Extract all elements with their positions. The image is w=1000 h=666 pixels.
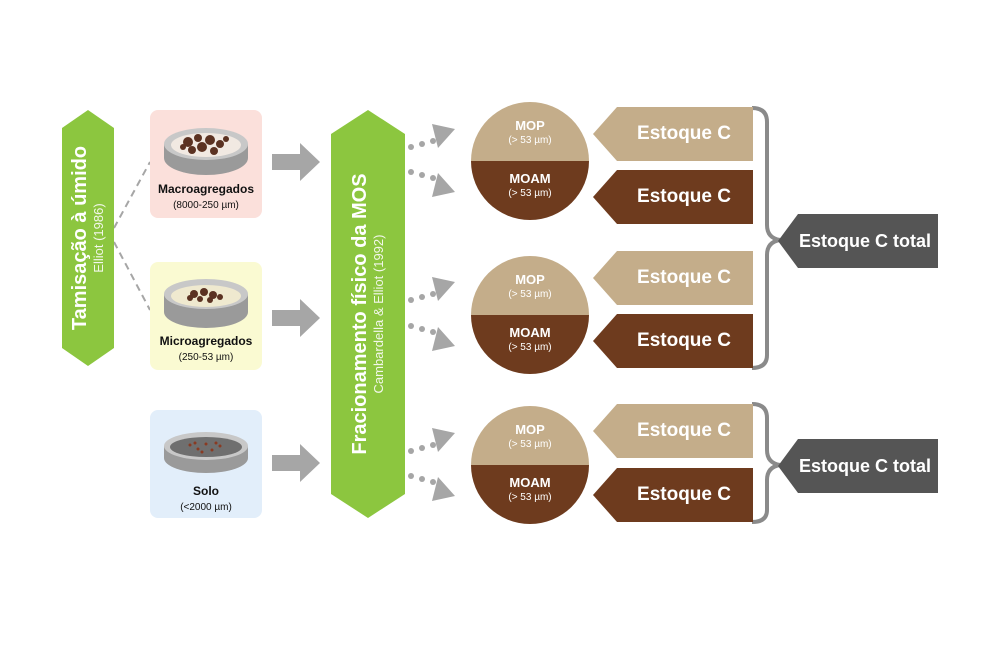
fractionation-ref: Cambardella & Elliot (1992)	[371, 234, 386, 394]
mop-label: MOP (> 53 µm)	[471, 118, 589, 148]
mop-name: MOP	[515, 118, 545, 133]
total-stock-bottom: Estoque C total	[778, 439, 938, 493]
moam-name: MOAM	[509, 171, 551, 186]
moam-label: MOAM (> 53 µm)	[471, 325, 589, 355]
sieving-box: Tamisação à úmido Elliot (1986)	[62, 110, 114, 366]
fractionation-title: Fracionamento físico da MOS	[349, 173, 371, 455]
moam-name: MOAM	[509, 475, 551, 490]
sample-card-macro: Macroagregados (8000-250 µm)	[150, 110, 262, 218]
moam-name: MOAM	[509, 325, 551, 340]
fractionation-shape	[331, 110, 405, 518]
fraction-circle-shape	[471, 102, 589, 220]
stock-c-mop-3: Estoque C	[593, 404, 753, 458]
fraction-circle-1: MOP (> 53 µm) MOAM (> 53 µm)	[471, 102, 589, 220]
stock-label: Estoque C	[637, 186, 731, 207]
fraction-circle-shape	[471, 406, 589, 524]
stock-c-moam-2: Estoque C	[593, 314, 753, 368]
split-arrows-row-2	[408, 277, 455, 351]
sample-name-micro: Microagregados	[159, 334, 253, 348]
total-shape	[778, 214, 938, 268]
mop-name: MOP	[515, 272, 545, 287]
fraction-circle-3: MOP (> 53 µm) MOAM (> 53 µm)	[471, 406, 589, 524]
bracket-bottom	[751, 402, 781, 524]
stock-shape	[593, 404, 753, 458]
fraction-circle-shape	[471, 256, 589, 374]
stock-shape	[593, 468, 753, 522]
sieve-micro-icon	[164, 279, 248, 328]
dashed-connector-micro	[113, 241, 151, 311]
sieving-title: Tamisação à úmido	[69, 145, 91, 331]
sieving-shape	[62, 110, 114, 366]
moam-label: MOAM (> 53 µm)	[471, 171, 589, 201]
stock-shape	[593, 251, 753, 305]
stock-label: Estoque C	[637, 484, 731, 505]
sample-range-solo: (<2000 µm)	[180, 502, 232, 513]
sieving-label: Tamisação à úmido Elliot (1986)	[69, 146, 107, 330]
stock-shape	[593, 107, 753, 161]
sample-range-micro: (250-53 µm)	[178, 352, 234, 363]
dashed-connector-macro	[113, 161, 151, 229]
mop-size: (> 53 µm)	[508, 135, 552, 146]
mop-label: MOP (> 53 µm)	[471, 422, 589, 452]
stock-label: Estoque C	[637, 420, 731, 441]
total-stock-top: Estoque C total	[778, 214, 938, 268]
split-arrows-row-3	[408, 428, 455, 501]
sample-name-solo: Solo	[193, 484, 219, 498]
bracket-top	[751, 106, 781, 370]
stock-c-moam-3: Estoque C	[593, 468, 753, 522]
total-label: Estoque C total	[798, 230, 931, 251]
mop-size: (> 53 µm)	[508, 439, 552, 450]
mop-size: (> 53 µm)	[508, 289, 552, 300]
mop-label: MOP (> 53 µm)	[471, 272, 589, 302]
fraction-circle-2: MOP (> 53 µm) MOAM (> 53 µm)	[471, 256, 589, 374]
arrow-right-icon	[272, 143, 320, 181]
stock-label: Estoque C	[637, 123, 731, 144]
stock-shape	[593, 170, 753, 224]
stock-shape	[593, 314, 753, 368]
stock-c-moam-1: Estoque C	[593, 170, 753, 224]
total-shape	[778, 439, 938, 493]
mop-name: MOP	[515, 422, 545, 437]
fractionation-label: Fracionamento físico da MOS Cambardella …	[349, 173, 387, 454]
arrow-right-icon	[272, 444, 320, 482]
sample-card-micro: Microagregados (250-53 µm)	[150, 262, 262, 370]
sample-name-macro: Macroagregados	[157, 182, 255, 196]
sample-card-solo: Solo (<2000 µm)	[150, 410, 262, 518]
stock-c-mop-1: Estoque C	[593, 107, 753, 161]
moam-label: MOAM (> 53 µm)	[471, 475, 589, 505]
moam-size: (> 53 µm)	[508, 188, 552, 199]
sample-range-macro: (8000-250 µm)	[173, 200, 239, 211]
sieve-macro-icon	[164, 128, 248, 175]
sieving-ref: Elliot (1986)	[91, 203, 106, 273]
stock-label: Estoque C	[637, 330, 731, 351]
stock-label: Estoque C	[637, 267, 731, 288]
dish-solo-icon	[164, 432, 248, 473]
stock-c-mop-2: Estoque C	[593, 251, 753, 305]
fractionation-box: Fracionamento físico da MOS Cambardella …	[331, 110, 405, 518]
split-arrows-row-1	[408, 124, 455, 197]
moam-size: (> 53 µm)	[508, 492, 552, 503]
total-label: Estoque C total	[798, 455, 931, 476]
arrow-right-icon	[272, 299, 320, 337]
moam-size: (> 53 µm)	[508, 342, 552, 353]
